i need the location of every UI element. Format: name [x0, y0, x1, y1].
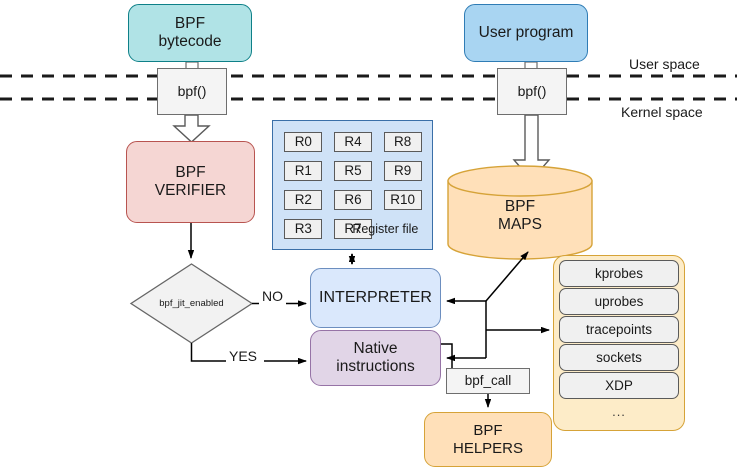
register-cell: R6 [331, 187, 376, 213]
edge-syscall-to-maps [512, 114, 551, 182]
register-cell: R1 [281, 158, 326, 184]
node-native-instructions[interactable]: Native instructions [310, 330, 441, 386]
register-cell: R3 [281, 216, 326, 242]
register-cell: R5 [331, 158, 376, 184]
edge-syscall-to-verifier [172, 114, 211, 143]
register-cell: R8 [380, 129, 425, 155]
event-source-kprobes[interactable]: kprobes [559, 260, 679, 287]
register-r4: R4 [333, 132, 372, 152]
node-jit-decision[interactable]: bpf_jit_enabled [159, 297, 224, 309]
label-kernel-space: Kernel space [621, 104, 703, 120]
register-cell: R10 [380, 187, 425, 213]
register-cell: R9 [380, 158, 425, 184]
edge-label-yes: YES [228, 348, 259, 364]
register-cell: R4 [331, 129, 376, 155]
register-grid: R0 R4 R8 R1 R5 R9 R2 R6 [273, 121, 432, 249]
register-r7: R7 [333, 219, 372, 239]
register-r1: R1 [284, 161, 323, 181]
node-bpf-syscall-right[interactable]: bpf() [497, 68, 567, 115]
node-bpf-syscall-left[interactable]: bpf() [157, 68, 227, 115]
event-source-xdp[interactable]: XDP [559, 372, 679, 399]
event-source-uprobes[interactable]: uprobes [559, 288, 679, 315]
register-r5: R5 [333, 161, 372, 181]
register-r0: R0 [284, 132, 323, 152]
register-r10: R10 [383, 190, 422, 210]
register-file-caption: Register file [352, 221, 419, 236]
user-kernel-boundary [0, 74, 737, 101]
register-cell: R2 [281, 187, 326, 213]
node-user-program[interactable]: User program [464, 4, 588, 62]
register-r6: R6 [333, 190, 372, 210]
node-register-file[interactable]: R0 R4 R8 R1 R5 R9 R2 R6 [272, 120, 433, 250]
node-bpf-verifier[interactable]: BPF VERIFIER [126, 141, 255, 223]
register-cell: R7 [331, 216, 376, 242]
node-bpf-helpers[interactable]: BPF HELPERS [424, 412, 552, 467]
node-bpf-maps[interactable]: BPF MAPS [498, 197, 542, 233]
event-source-sockets[interactable]: sockets [559, 344, 679, 371]
register-r3: R3 [284, 219, 323, 239]
edge-label-no: NO [261, 288, 284, 304]
event-sources-list: kprobes uprobes tracepoints sockets XDP … [559, 260, 679, 424]
node-bpf-bytecode[interactable]: BPF bytecode [128, 4, 252, 62]
event-source-more: ... [612, 404, 626, 420]
event-source-tracepoints[interactable]: tracepoints [559, 316, 679, 343]
register-r9: R9 [383, 161, 422, 181]
register-file-caption-cell: Register file [352, 216, 425, 242]
register-cell: R0 [281, 129, 326, 155]
node-interpreter[interactable]: INTERPRETER [310, 268, 441, 328]
label-user-space: User space [629, 56, 700, 72]
register-r8: R8 [383, 132, 422, 152]
edge-bus-trunk [446, 251, 550, 362]
node-event-sources[interactable]: kprobes uprobes tracepoints sockets XDP … [553, 255, 685, 431]
node-bpf-call[interactable]: bpf_call [446, 368, 530, 394]
register-r2: R2 [284, 190, 323, 210]
